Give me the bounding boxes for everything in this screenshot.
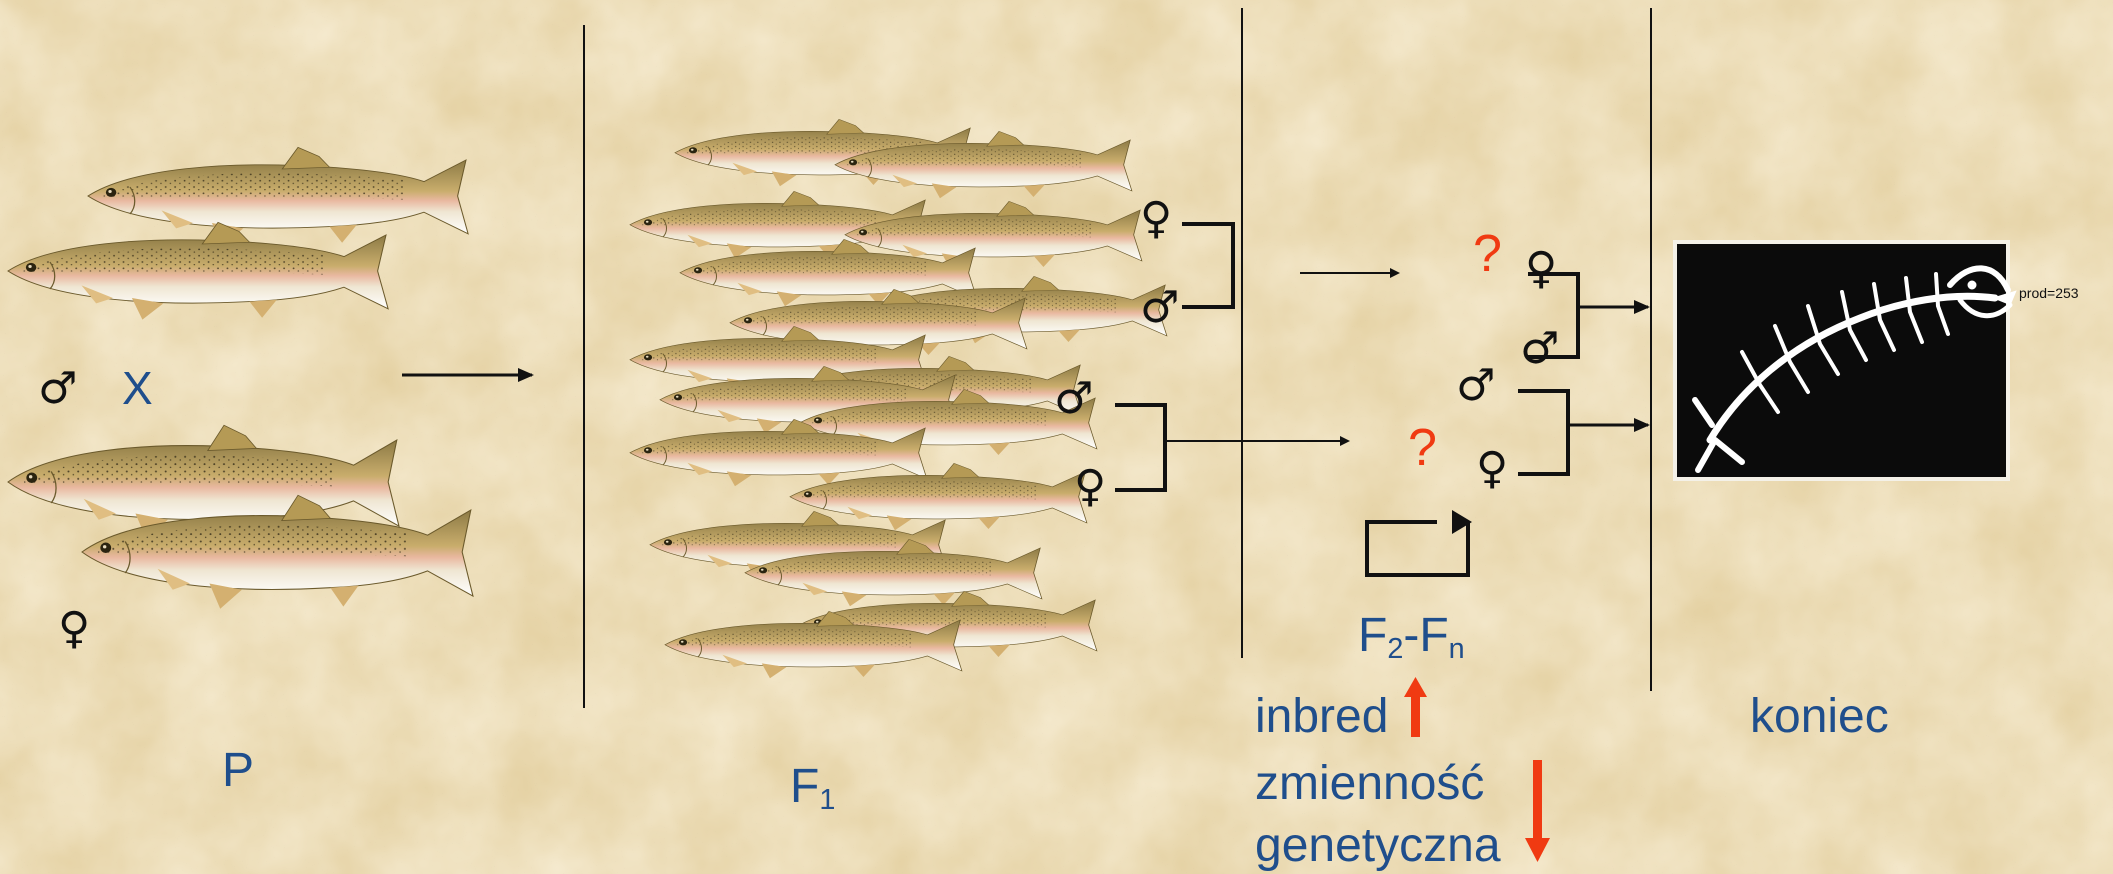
p-male-symbol: ♂ (38, 367, 77, 411)
f2-bottom-pair-male-symbol: ♂ (1456, 364, 1495, 408)
f2-top-pair-male-symbol: ♂ (1520, 327, 1559, 371)
f2-label-dash-f: -F (1403, 609, 1448, 662)
genetic-variation-label-line1: zmienność (1255, 760, 1484, 808)
question-mark: ? (1473, 228, 1502, 280)
f2-bottom-pair-female-symbol: ♀ (1476, 447, 1508, 491)
generation-label-f2-fn: F2-Fn (1358, 612, 1465, 664)
p-female-symbol: ♀ (58, 607, 90, 651)
f1-top-pair-bracket (1182, 224, 1233, 307)
inbred-label: inbred (1255, 693, 1388, 741)
f2-top-pair-female-symbol: ♀ (1525, 247, 1557, 291)
f1-top-pair-female-symbol: ♀ (1140, 197, 1172, 241)
variation-decrease-arrow (1525, 760, 1550, 862)
f1-top-pair-male-symbol: ♂ (1140, 286, 1179, 330)
f1-label-main: F (790, 760, 819, 813)
fish-skeleton-icon (1675, 242, 2015, 479)
f1-label-subscript: 1 (819, 784, 835, 816)
f2-label-subscript-2: 2 (1387, 633, 1403, 665)
question-mark: ? (1408, 422, 1437, 474)
cycle-arrow-icon (1367, 510, 1472, 575)
f1-bottom-pair-bracket (1115, 405, 1165, 490)
f2-label-f: F (1358, 609, 1387, 662)
f1-bottom-pair-female-symbol: ♀ (1074, 465, 1106, 509)
cross-symbol: X (122, 365, 153, 411)
skeleton-image-caption: prod=253 (2019, 286, 2079, 300)
end-label: koniec (1750, 693, 1889, 741)
f2-bottom-pair-bracket (1518, 391, 1568, 474)
f1-bottom-pair-male-symbol: ♂ (1054, 377, 1093, 421)
inbred-increase-arrow (1404, 677, 1427, 737)
f2-label-subscript-n: n (1449, 633, 1465, 665)
genetic-variation-label-line2: genetyczna (1255, 822, 1501, 870)
generation-label-p: P (222, 747, 254, 795)
generation-label-f1: F1 (790, 763, 835, 815)
